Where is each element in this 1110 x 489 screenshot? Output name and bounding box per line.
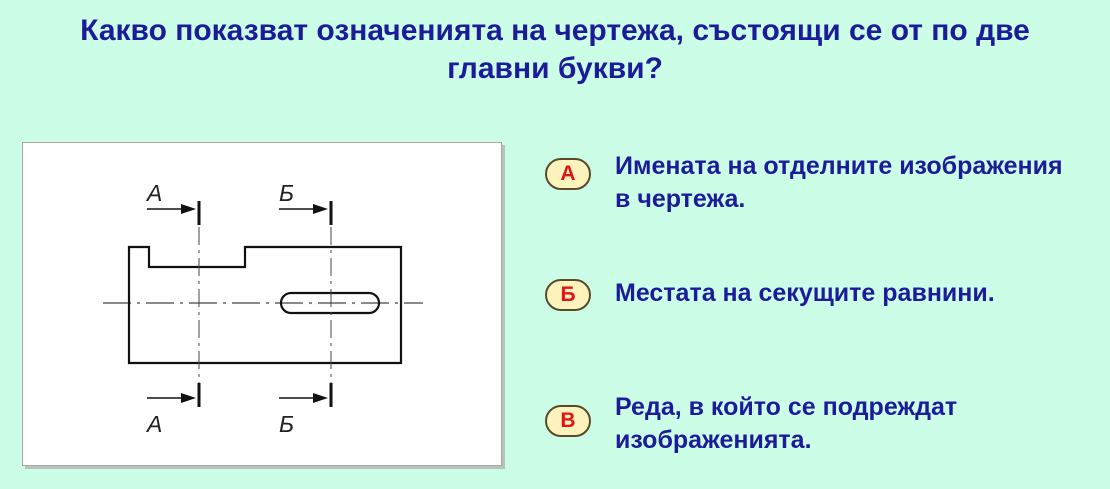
option-a-text[interactable]: Имената на отделните изображения в черте… — [615, 152, 1063, 213]
part-outline — [127, 245, 403, 365]
technical-drawing-panel: А Б А Б — [22, 142, 502, 466]
keyway-slot — [279, 291, 381, 315]
option-c-text[interactable]: Реда, в който се подреждат изображенията… — [615, 393, 958, 454]
section-label-top-a: А — [145, 180, 162, 206]
section-label-bottom-a: А — [145, 411, 162, 437]
option-c-badge[interactable]: В — [545, 405, 591, 437]
option-b-text[interactable]: Местата на секущите равнини. — [615, 279, 995, 307]
arrow-top-a — [147, 204, 196, 214]
section-label-top-b: Б — [279, 180, 294, 206]
arrow-bottom-a — [147, 393, 196, 403]
section-label-bottom-b: Б — [279, 411, 294, 437]
arrow-bottom-b — [279, 393, 328, 403]
question-title: Какво показват означенията на чертежа, с… — [80, 14, 1030, 85]
option-b-badge[interactable]: Б — [545, 279, 591, 311]
arrow-top-b — [279, 204, 328, 214]
technical-drawing: А Б А Б — [103, 180, 423, 437]
option-a-badge[interactable]: А — [545, 158, 591, 190]
